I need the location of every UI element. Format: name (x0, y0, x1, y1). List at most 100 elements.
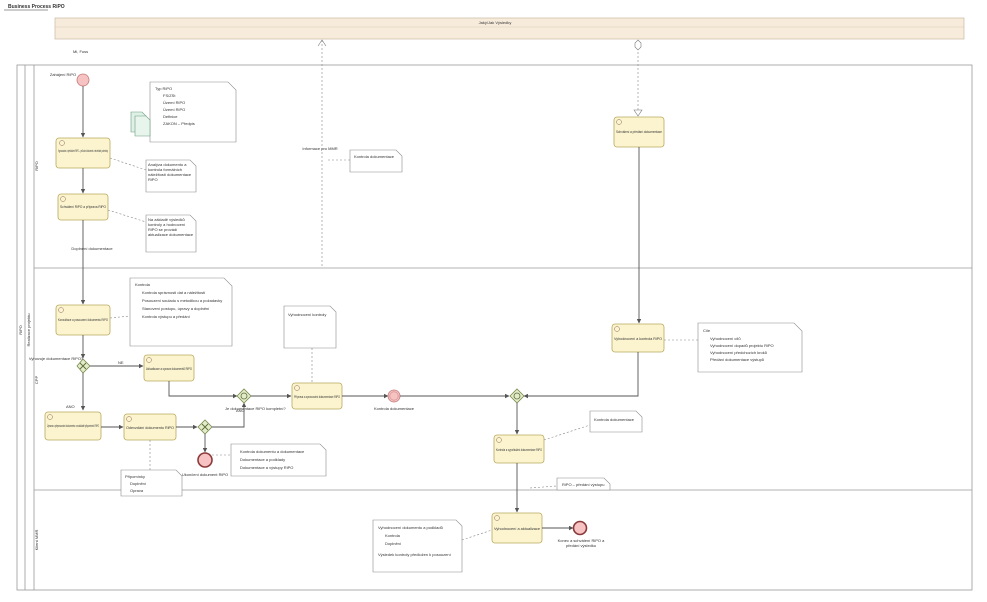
gateway-1-label: Vyhovuje dokumentace RiPO? (29, 356, 84, 361)
note-mid-text: Vyhodnocení kontroly (288, 312, 326, 317)
note-info (349, 149, 403, 173)
note-right-text: Cíle Vyhodnocení cílů Vyhodnocení dopadů… (703, 328, 774, 362)
svg-text:Území RiPO: Území RiPO (163, 107, 185, 112)
assoc-9 (543, 424, 591, 441)
svg-text:Doplnění: Doplnění (130, 481, 147, 486)
task-t6[interactable] (44, 411, 102, 441)
note-analysis (145, 159, 197, 193)
lane-mmr-label: Klient MMR (34, 530, 39, 551)
gateway-2-mark (201, 423, 209, 431)
start-event-label: Zahájení RiPO (50, 72, 76, 77)
note-bottom (372, 519, 463, 573)
task-t10-label: Schválení a předání dokumentace (616, 129, 663, 134)
banner-label: Jaký/Jak Výsledky (479, 20, 512, 25)
note-types (149, 81, 237, 143)
svg-text:Typ RiPO: Typ RiPO (155, 86, 172, 91)
note-mmr-text: RiPO – předání výstupu (562, 482, 604, 487)
message-flow-2-arrow (633, 109, 643, 117)
mid-flow-label: Informace pro MMR (302, 146, 337, 151)
lane-cpp-label: CPP (34, 376, 39, 385)
end-event-doc-label: Ukončení dokument RiPO (182, 472, 228, 477)
note-mid (283, 305, 337, 349)
note-low (230, 443, 327, 477)
note-analysis-2-text: Na základě výsledků kontroly a hodnocení… (148, 217, 193, 237)
intermediate-event-label: Kontrola dokumentace (374, 406, 415, 411)
assoc-11 (461, 529, 493, 541)
banner-sub: Mi, Fuss (73, 49, 88, 54)
pool (16, 64, 973, 591)
note-t9-text: Kontrola dokumentace (594, 417, 635, 422)
label-yes2: ANO (236, 408, 245, 413)
note-analysis-text: Analýza dokumentu a kontrola formálních … (148, 162, 191, 182)
gateway-4 (509, 388, 525, 404)
task-t9[interactable] (493, 434, 545, 464)
note-types-text: Typ RiPO FS/ZSt Území RiPO Území RiPO De… (155, 86, 195, 126)
note-mmr (556, 477, 611, 491)
task-t7-label: Vyhodnocení a kontrola RiPO (614, 336, 662, 341)
end-event-doc (197, 452, 213, 468)
flow-t7-gw4 (523, 352, 639, 399)
task-t3-label: Konzultace a posouzení dokumentu RiPO (58, 317, 108, 322)
end-event-final (572, 520, 588, 536)
banner (54, 17, 965, 40)
lane-ripo-label: RiPO (34, 161, 39, 171)
group-label: Realizace projektu (26, 314, 31, 347)
svg-text:Kontrola správnosti dat a nále: Kontrola správnosti dat a náležitostí (142, 290, 206, 295)
svg-text:Stanovení postupu, úpravy a do: Stanovení postupu, úpravy a doplnění (142, 306, 210, 311)
document-icon (130, 111, 151, 137)
label-ano: ANO (66, 404, 75, 409)
svg-text:Území RiPO: Území RiPO (163, 100, 185, 105)
note-small (120, 469, 183, 497)
svg-text:Cíle: Cíle (703, 328, 711, 333)
svg-text:Připomínky: Připomínky (125, 474, 145, 479)
task-t1[interactable] (55, 137, 111, 169)
gateway-4-mark (513, 392, 521, 400)
svg-text:Posouzení souladu s metodikou: Posouzení souladu s metodikou a požadavk… (142, 298, 222, 303)
task-t2-label: Schválení RiPO a příprava RiPO (60, 204, 106, 209)
note-analysis-2 (145, 214, 197, 253)
svg-text:Vyhodnocení dopadů projektu Ri: Vyhodnocení dopadů projektu RiPO (710, 343, 774, 348)
task-t11-label: Vyhodnocení a aktualizace (494, 526, 541, 531)
assoc-1 (109, 157, 147, 171)
svg-text:FS/ZSt: FS/ZSt (163, 93, 176, 98)
svg-text:Vyhodnocení cílů: Vyhodnocení cílů (710, 336, 741, 341)
note-low-text: Kontrola dokumentu a dokumentace Dokumen… (240, 449, 305, 470)
svg-text:ZAKON – Předpis: ZAKON – Předpis (163, 121, 195, 126)
svg-text:Vyhodnocení předchozích kroků: Vyhodnocení předchozích kroků (710, 350, 767, 355)
task-t6-label: Úprava a přepracování dokumentu na zákla… (47, 423, 99, 428)
svg-text:Kontrola: Kontrola (135, 282, 151, 287)
start-event (76, 73, 90, 87)
svg-text:Dokumentace a výstupy RiPO: Dokumentace a výstupy RiPO (240, 465, 293, 470)
intermediate-event-inner (389, 391, 399, 401)
label-ne: NE (118, 360, 124, 365)
task-t8-label: Příprava a zpracování dokumentace RiPO (294, 394, 340, 399)
svg-text:Definice: Definice (163, 114, 178, 119)
note-bottom-text: Vyhodnocení dokumentu a podkladů Kontrol… (378, 525, 452, 557)
message-flow-1-arrow (317, 39, 327, 47)
svg-text:Kontrola výstupu a předání: Kontrola výstupu a předání (142, 314, 191, 319)
task-t1-label: Vypracování a předložení RiPO – průvodní… (58, 148, 108, 153)
gateway-3-mark (240, 392, 248, 400)
svg-text:Kontrola dokumentu a dokumenta: Kontrola dokumentu a dokumentace (240, 449, 305, 454)
assoc-4 (109, 315, 131, 319)
assoc-10 (529, 485, 558, 489)
flow-label-mid: Doplnění dokumentace (71, 246, 113, 251)
gateway-1-mark (79, 362, 87, 370)
note-right (697, 322, 803, 373)
svg-text:Výsledek kontroly předložen k: Výsledek kontroly předložen k posouzení (378, 552, 452, 557)
gateway-2-label: Je dokumentace RiPO kompletní? (225, 406, 286, 411)
note-t9 (589, 410, 643, 433)
diagram-title: Business Process RiPO (8, 4, 65, 10)
task-t9-label: Kontrola a vypořádání dokumentace RiPO (496, 447, 542, 452)
svg-text:Dokumentace a podklady: Dokumentace a podklady (240, 457, 285, 462)
svg-text:Doplnění: Doplnění (385, 541, 402, 546)
note-small-text: Připomínky Doplnění Oprava (125, 474, 147, 493)
task-t5-label: Odevzdání dokumentu RiPO (126, 425, 174, 430)
note-info-text: Kontrola dokumentace (354, 154, 395, 159)
note-bullets (129, 277, 233, 347)
assoc-2 (107, 209, 147, 223)
note-bullets-text: Kontrola Kontrola správnosti dat a nálež… (135, 282, 222, 319)
pool-label: RiPO (18, 325, 23, 335)
